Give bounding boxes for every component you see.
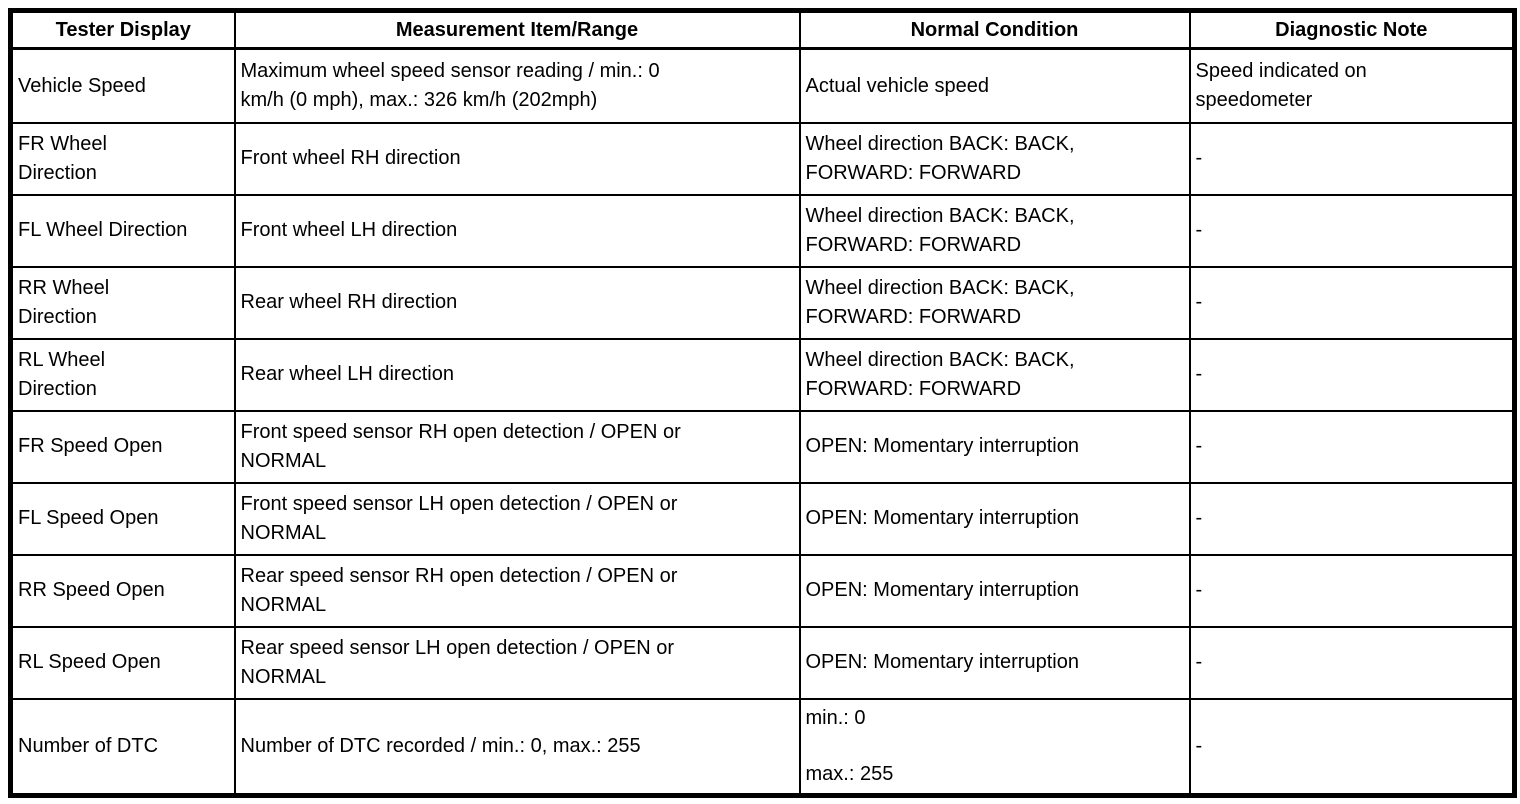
cell-diagnostic-note: - (1188, 553, 1516, 628)
column-header-normal-condition: Normal Condition (798, 9, 1191, 50)
cell-normal-condition: Wheel direction BACK: BACK, FORWARD: FOR… (798, 265, 1191, 340)
table-row: RR Wheel Direction Rear wheel RH directi… (9, 265, 1516, 340)
diagnostic-data-table: Tester Display Measurement Item/Range No… (8, 8, 1517, 798)
cell-tester-display: Vehicle Speed (9, 47, 236, 124)
cell-normal-condition: Wheel direction BACK: BACK, FORWARD: FOR… (798, 193, 1191, 268)
cell-measurement-item-range: Rear wheel LH direction (233, 337, 801, 412)
cell-diagnostic-note: - (1188, 121, 1516, 196)
header-row: Tester Display Measurement Item/Range No… (9, 9, 1516, 50)
cell-tester-display: RL Speed Open (9, 625, 236, 700)
cell-tester-display: FR Wheel Direction (9, 121, 236, 196)
cell-measurement-item-range: Maximum wheel speed sensor reading / min… (233, 47, 801, 124)
cell-normal-condition: OPEN: Momentary interruption (798, 553, 1191, 628)
cell-measurement-item-range: Front speed sensor RH open detection / O… (233, 409, 801, 484)
table-row: FL Wheel Direction Front wheel LH direct… (9, 193, 1516, 268)
column-header-measurement-item-range: Measurement Item/Range (233, 9, 801, 50)
cell-tester-display: FR Speed Open (9, 409, 236, 484)
cell-diagnostic-note: - (1188, 697, 1516, 797)
cell-diagnostic-note: - (1188, 409, 1516, 484)
table-row: RL Wheel Direction Rear wheel LH directi… (9, 337, 1516, 412)
cell-measurement-item-range: Number of DTC recorded / min.: 0, max.: … (233, 697, 801, 797)
cell-measurement-item-range: Front wheel LH direction (233, 193, 801, 268)
table-row: RL Speed Open Rear speed sensor LH open … (9, 625, 1516, 700)
cell-diagnostic-note: - (1188, 337, 1516, 412)
cell-normal-condition: Wheel direction BACK: BACK, FORWARD: FOR… (798, 121, 1191, 196)
cell-tester-display: RR Speed Open (9, 553, 236, 628)
cell-diagnostic-note: - (1188, 193, 1516, 268)
cell-measurement-item-range: Front speed sensor LH open detection / O… (233, 481, 801, 556)
cell-normal-condition: OPEN: Momentary interruption (798, 409, 1191, 484)
table-row: FL Speed Open Front speed sensor LH open… (9, 481, 1516, 556)
cell-normal-condition: Wheel direction BACK: BACK, FORWARD: FOR… (798, 337, 1191, 412)
cell-measurement-item-range: Front wheel RH direction (233, 121, 801, 196)
cell-tester-display: FL Speed Open (9, 481, 236, 556)
cell-measurement-item-range: Rear speed sensor RH open detection / OP… (233, 553, 801, 628)
cell-measurement-item-range: Rear wheel RH direction (233, 265, 801, 340)
cell-tester-display: RL Wheel Direction (9, 337, 236, 412)
cell-tester-display: Number of DTC (9, 697, 236, 797)
cell-measurement-item-range: Rear speed sensor LH open detection / OP… (233, 625, 801, 700)
table-row: FR Wheel Direction Front wheel RH direct… (9, 121, 1516, 196)
column-header-diagnostic-note: Diagnostic Note (1188, 9, 1516, 50)
cell-normal-condition: min.: 0 max.: 255 (798, 697, 1191, 797)
table-row: FR Speed Open Front speed sensor RH open… (9, 409, 1516, 484)
cell-normal-condition: OPEN: Momentary interruption (798, 625, 1191, 700)
column-header-tester-display: Tester Display (9, 9, 236, 50)
table-row: RR Speed Open Rear speed sensor RH open … (9, 553, 1516, 628)
cell-normal-condition: OPEN: Momentary interruption (798, 481, 1191, 556)
cell-diagnostic-note: Speed indicated on speedometer (1188, 47, 1516, 124)
cell-tester-display: RR Wheel Direction (9, 265, 236, 340)
cell-diagnostic-note: - (1188, 625, 1516, 700)
cell-normal-condition: Actual vehicle speed (798, 47, 1191, 124)
table-row: Number of DTC Number of DTC recorded / m… (9, 697, 1516, 797)
cell-diagnostic-note: - (1188, 265, 1516, 340)
cell-diagnostic-note: - (1188, 481, 1516, 556)
table-row: Vehicle Speed Maximum wheel speed sensor… (9, 47, 1516, 124)
cell-tester-display: FL Wheel Direction (9, 193, 236, 268)
